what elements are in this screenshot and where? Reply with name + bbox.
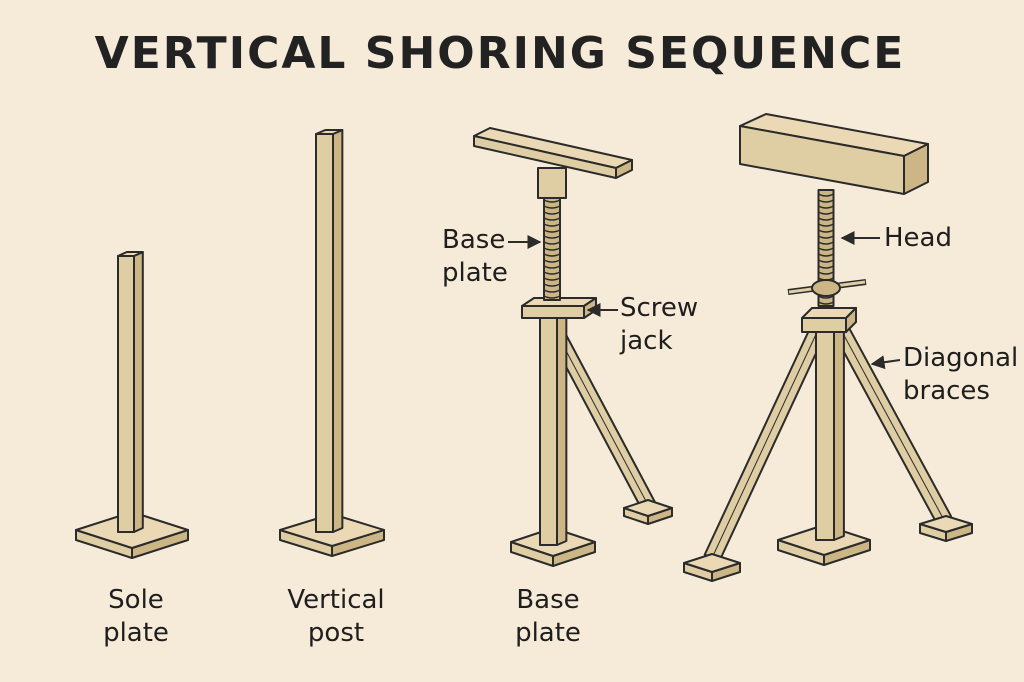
brace-foot-left-4 — [683, 553, 741, 582]
t-head-3 — [473, 127, 633, 179]
screw-jack-3 — [543, 195, 561, 301]
post-4 — [815, 315, 845, 541]
brace-foot-3 — [623, 499, 673, 525]
head-seat-3 — [537, 167, 567, 199]
diagram-title: VERTICAL SHORING SEQUENCE — [94, 28, 906, 79]
brace-left-4 — [703, 325, 827, 563]
brace-foot-right-4 — [919, 515, 973, 542]
jack-handle-4 — [787, 279, 867, 297]
post-3 — [539, 313, 568, 546]
jack-collar-4 — [801, 307, 857, 333]
callout-head: Head — [884, 223, 952, 253]
head-beam-4 — [739, 113, 929, 195]
leader-diagonal-braces — [870, 355, 901, 370]
post-2 — [315, 129, 344, 533]
post-1 — [117, 251, 144, 533]
